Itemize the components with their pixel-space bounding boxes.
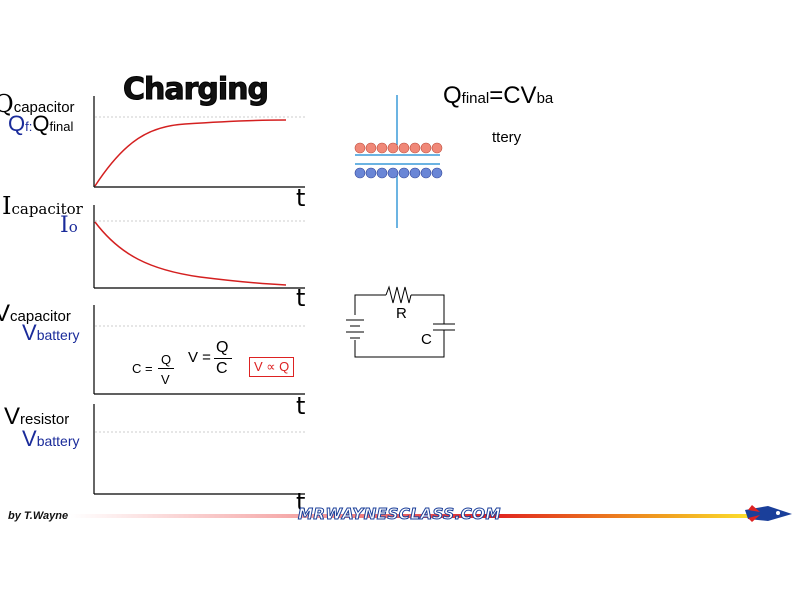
rc-circuit bbox=[346, 285, 455, 358]
graph-charge-ylabel: Qcapacitor bbox=[0, 90, 75, 118]
slide-title: Charging bbox=[122, 72, 269, 108]
graph-current-ylabel: Icapacitor bbox=[2, 192, 83, 220]
positive-charges bbox=[354, 142, 443, 154]
graph-vres bbox=[93, 404, 305, 495]
cap-definition-left: C = bbox=[132, 361, 153, 376]
graph-vres-marker: Vbattery bbox=[22, 426, 80, 451]
v-formula-fraction-bar bbox=[214, 358, 232, 359]
graph-charge bbox=[93, 96, 305, 188]
graph-charge-marker: Qf:Qfinal bbox=[8, 111, 74, 136]
capacitor-illustration bbox=[354, 95, 443, 228]
v-formula-left: V = bbox=[188, 349, 211, 366]
circuit-wire-top-right bbox=[411, 294, 445, 324]
circuit-wire-top-left bbox=[354, 294, 386, 315]
circuit-wire-bottom bbox=[354, 330, 445, 358]
footer-line bbox=[70, 514, 770, 518]
graph-vcap bbox=[93, 305, 305, 395]
author-credit: by T.Wayne bbox=[8, 510, 69, 522]
graph-vres-ylabel: Vresistor bbox=[4, 403, 70, 430]
final-charge-equation-wrap: ttery bbox=[492, 129, 522, 146]
graph-charge-curve bbox=[94, 119, 287, 187]
graph-current-curve bbox=[94, 221, 287, 286]
resistor-label: R bbox=[396, 305, 407, 322]
graph-vcap-xlabel: t bbox=[296, 392, 306, 420]
resistor-symbol bbox=[385, 285, 412, 304]
negative-charges bbox=[354, 167, 443, 179]
cap-definition-fraction-bar bbox=[158, 368, 174, 369]
graph-vcap-ylabel: Vcapacitor bbox=[0, 300, 71, 327]
graph-vcap-marker: Vbattery bbox=[22, 320, 80, 345]
capacitor-label: C bbox=[421, 331, 432, 348]
v-formula-numerator: Q bbox=[216, 339, 229, 356]
graph-current-marker: Io bbox=[60, 213, 78, 238]
proportional-relation: V ∝ Q bbox=[249, 357, 295, 377]
v-formula-denominator: C bbox=[216, 360, 228, 377]
cap-definition-numerator: Q bbox=[161, 352, 172, 367]
rocket-icon bbox=[745, 505, 792, 522]
brand-logo-text: MRWAYNESCLASS.COM bbox=[298, 505, 501, 524]
graph-current bbox=[93, 205, 305, 289]
cap-definition-denominator: V bbox=[161, 372, 170, 387]
final-charge-equation: Qfinal=CVba bbox=[443, 82, 554, 109]
graph-current-xlabel: t bbox=[296, 284, 306, 312]
graph-charge-xlabel: t bbox=[296, 184, 306, 212]
graph-vres-xlabel: t bbox=[296, 488, 306, 516]
